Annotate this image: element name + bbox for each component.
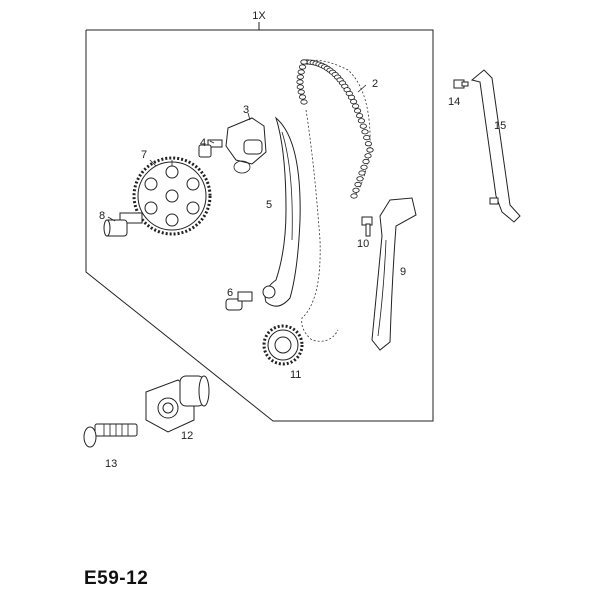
chain-link	[361, 129, 369, 135]
callout-4: 4	[200, 137, 206, 149]
chain-link	[351, 103, 360, 109]
chain-link	[298, 64, 307, 70]
chain-link	[357, 118, 365, 124]
chain-link	[298, 94, 307, 100]
callout-3: 3	[243, 104, 249, 116]
reference-code: E59-12	[84, 568, 149, 589]
oil-tube	[470, 69, 521, 223]
tensioner-bolt	[198, 139, 223, 158]
callout-13: 13	[105, 458, 117, 470]
guide-bolt-upper	[453, 79, 469, 89]
chain-link	[300, 99, 308, 105]
callout-11: 11	[290, 369, 301, 381]
callout-9: 9	[400, 266, 406, 278]
chain-link	[296, 79, 304, 85]
callout-5: 5	[266, 199, 272, 211]
chain-link	[355, 113, 364, 119]
chain-link	[297, 89, 305, 95]
callout-6: 6	[227, 287, 233, 299]
chain-link	[359, 123, 367, 129]
chain-link	[297, 69, 305, 75]
callout-14: 14	[448, 96, 460, 108]
chain-link	[296, 84, 304, 90]
chain-link	[296, 74, 304, 80]
crankshaft-sprocket	[262, 324, 304, 366]
tensioner-rail	[262, 116, 301, 307]
chain-link	[364, 153, 372, 159]
chain-tensioner	[225, 117, 267, 174]
chain-link	[349, 99, 358, 105]
set-label: 1X	[252, 10, 266, 22]
adapter-housing	[145, 375, 210, 433]
chain-link	[347, 94, 356, 101]
chain-lower-path	[301, 109, 339, 342]
chain-link	[350, 193, 358, 199]
set-frame: 1X	[85, 10, 434, 422]
chain-link	[352, 187, 360, 193]
chain-link	[300, 59, 308, 65]
chain-link	[360, 164, 368, 170]
callout-2: 2	[372, 78, 378, 90]
callout-7: 7	[141, 149, 147, 161]
tensioner-pin	[225, 291, 253, 311]
guide-rail	[371, 197, 417, 351]
callout-15: 15	[494, 120, 506, 132]
sprocket-bolt	[103, 212, 143, 237]
camshaft-sprocket	[132, 156, 212, 236]
callout-10: 10	[357, 238, 369, 250]
chain-link	[358, 170, 366, 176]
guide-bolt	[361, 216, 373, 237]
callout-12: 12	[181, 430, 193, 442]
chain-link	[364, 141, 372, 147]
callout-8: 8	[99, 210, 105, 222]
timing-chain	[296, 59, 374, 199]
chain-link	[362, 158, 370, 165]
chain-link	[354, 181, 362, 188]
chain-link	[353, 108, 362, 114]
housing-bolt	[83, 423, 138, 448]
chain-link	[363, 135, 371, 141]
chain-link	[356, 176, 364, 182]
chain-link	[366, 147, 374, 153]
